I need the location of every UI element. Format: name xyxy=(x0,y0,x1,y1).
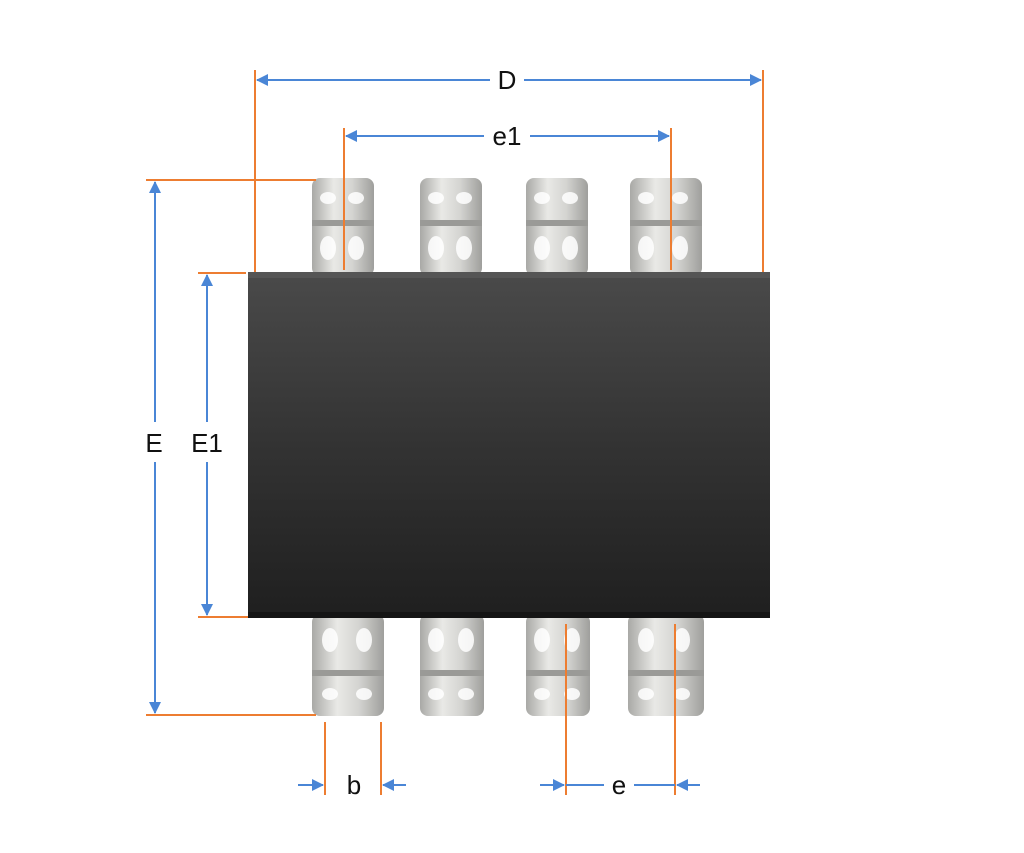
dimension-lines xyxy=(149,74,762,791)
dimension-labels: D e1 E E1 b e xyxy=(145,65,626,800)
label-b: b xyxy=(347,770,361,800)
lead-bottom-1 xyxy=(312,614,384,716)
lead-top-3 xyxy=(526,178,588,276)
lead-bottom-4 xyxy=(628,614,704,716)
extension-lines xyxy=(146,70,764,795)
lead-bottom-3 xyxy=(526,614,590,716)
lead-top-4 xyxy=(630,178,702,276)
bottom-leads xyxy=(312,614,704,716)
top-leads xyxy=(312,178,702,276)
label-E: E xyxy=(145,428,162,458)
label-e: e xyxy=(612,770,626,800)
package-body xyxy=(248,272,770,618)
lead-bottom-2 xyxy=(420,614,484,716)
label-e1: e1 xyxy=(493,121,522,151)
label-D: D xyxy=(498,65,517,95)
lead-top-2 xyxy=(420,178,482,276)
label-E1: E1 xyxy=(191,428,223,458)
